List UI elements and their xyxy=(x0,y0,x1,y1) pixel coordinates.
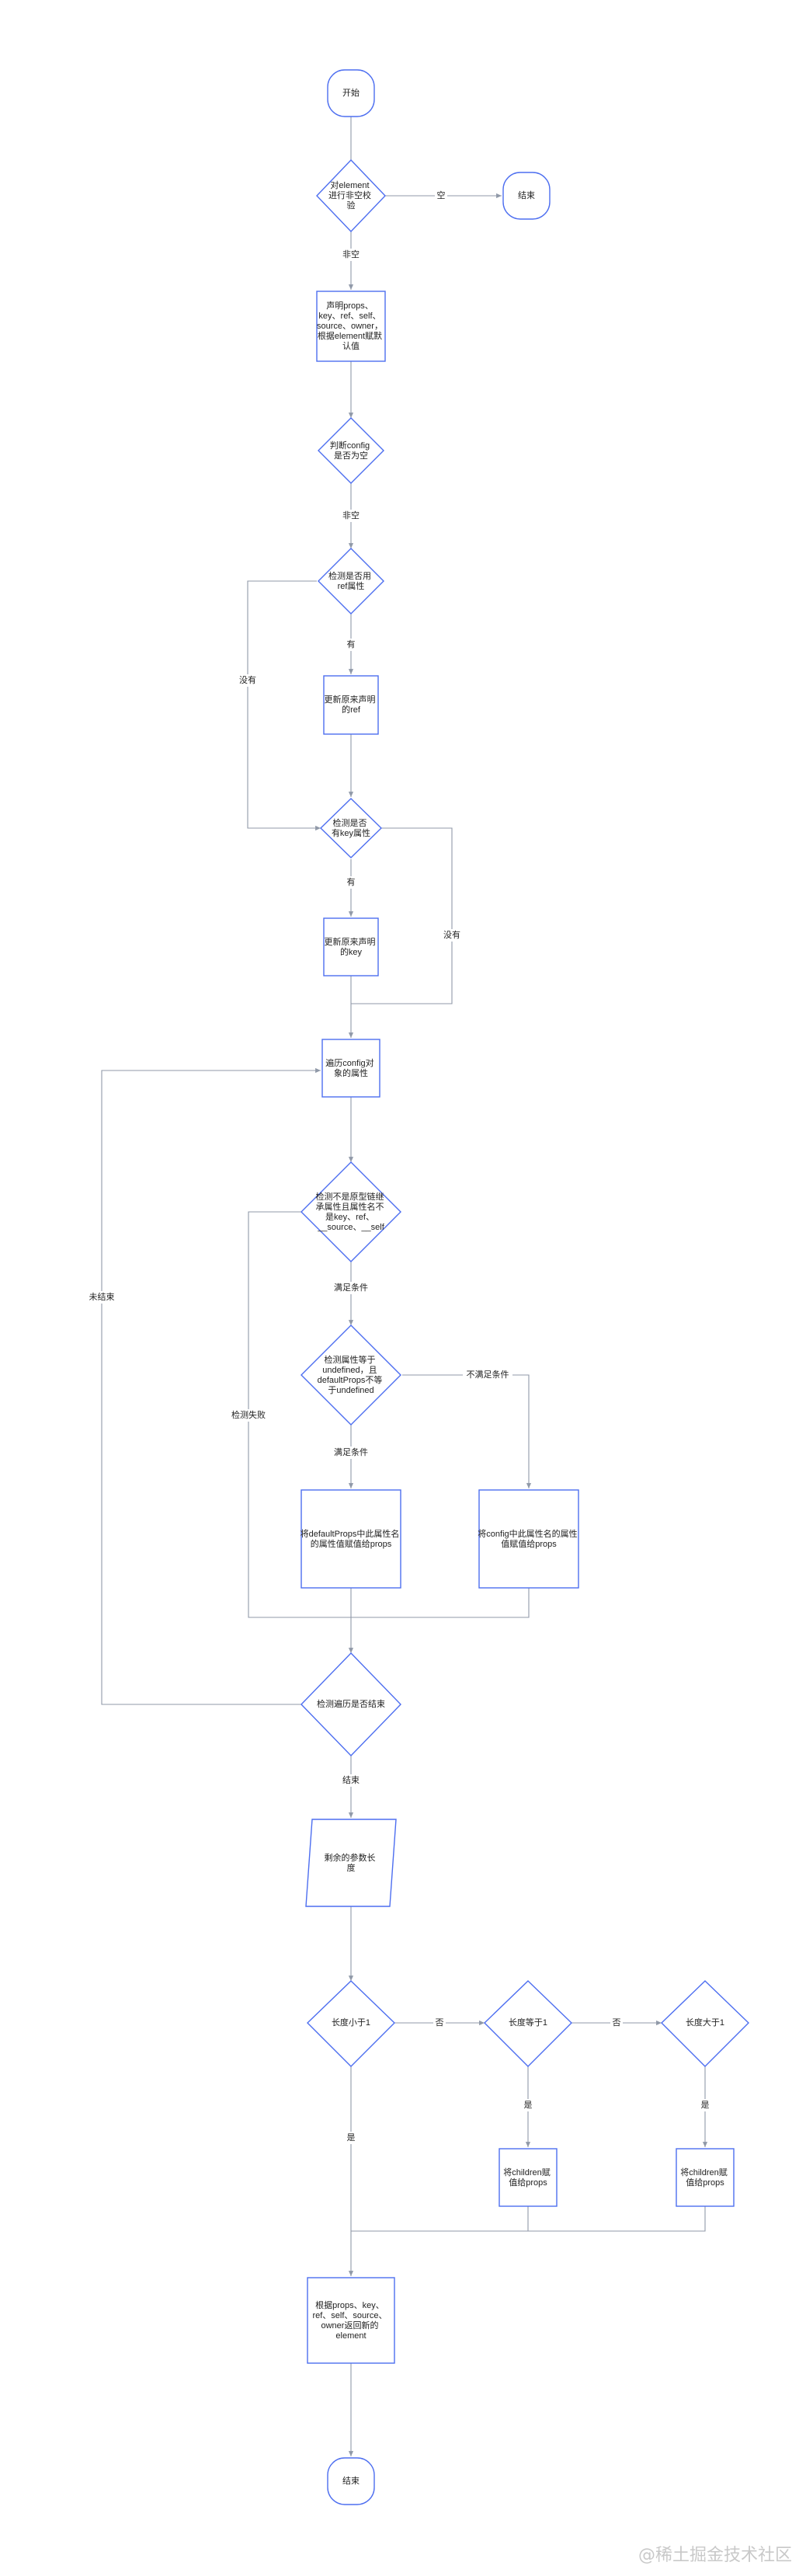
node-update-key: 更新原来声明 的key xyxy=(323,917,379,976)
node-len-lt1: 长度小于1 xyxy=(307,1980,395,2067)
edge-label-yes-eq1: 是 xyxy=(524,2100,533,2110)
node-end-top: 结束 xyxy=(502,172,551,220)
node-check-undefined: 检测属性等于 undefined，且 defaultProps不等 于undef… xyxy=(301,1325,401,1426)
edges xyxy=(101,117,708,2456)
node-len-eq1: 长度等于1 xyxy=(484,1980,572,2067)
node-assign-config-label: 将config中此属性名的属性 值赋值给props xyxy=(478,1528,579,1549)
edge-label-has-key: 有 xyxy=(347,876,356,887)
node-check-prop: 检测不是原型链继 承属性且属性名不 是key、ref、 __source、__s… xyxy=(301,1161,401,1262)
edge-label-not-empty-2: 非空 xyxy=(342,510,360,520)
node-check-prop-label: 检测不是原型链继 承属性且属性名不 是key、ref、 __source、__s… xyxy=(315,1191,386,1232)
edge-label-done: 结束 xyxy=(342,1775,360,1785)
edge-label-check-failed: 检测失败 xyxy=(231,1409,266,1420)
edge-label-no-1: 否 xyxy=(436,2018,444,2028)
node-len-gt1-label: 长度大于1 xyxy=(686,2017,724,2028)
edge-key-no xyxy=(351,827,453,1004)
node-children-eq1-label: 将children赋 值给props xyxy=(503,2167,553,2188)
node-check-done-label: 检测遍历是否结束 xyxy=(317,1698,385,1709)
node-assign-config: 将config中此属性名的属性 值赋值给props xyxy=(478,1489,579,1589)
node-check-ref-label: 检测是否用 ref属性 xyxy=(328,570,373,591)
node-children-gt1: 将children赋 值给props xyxy=(676,2148,735,2207)
node-start-label: 开始 xyxy=(342,87,360,98)
edge-label-satisfied-1: 满足条件 xyxy=(334,1282,368,1293)
node-update-ref-label: 更新原来声明 的ref xyxy=(324,694,377,715)
node-remaining-label: 剩余的参数长 度 xyxy=(324,1852,377,1873)
node-check-config: 判断config 是否为空 xyxy=(318,417,384,484)
edge-label-satisfied-2: 满足条件 xyxy=(334,1446,368,1457)
edge-label-yes-gt1: 是 xyxy=(701,2100,710,2110)
node-check-ref: 检测是否用 ref属性 xyxy=(318,548,384,614)
node-assign-default: 将defaultProps中此属性名 的属性值赋值给props xyxy=(301,1489,402,1589)
node-update-ref: 更新原来声明 的ref xyxy=(323,675,379,735)
node-len-eq1-label: 长度等于1 xyxy=(509,2017,547,2028)
node-check-undefined-label: 检测属性等于 undefined，且 defaultProps不等 于undef… xyxy=(318,1354,385,1395)
node-len-gt1: 长度大于1 xyxy=(661,1980,749,2067)
node-update-key-label: 更新原来声明 的key xyxy=(324,936,377,957)
watermark: @稀土掘金技术社区 xyxy=(638,2546,792,2565)
nodes: 开始 对element 进行非空校 验 结束 声明props、 key、ref、… xyxy=(301,69,749,2505)
edge-label-no-2: 否 xyxy=(613,2018,621,2028)
node-children-gt1-label: 将children赋 值给props xyxy=(680,2167,730,2188)
node-end-bottom-label: 结束 xyxy=(342,2476,360,2486)
edge-label-not-satisfied: 不满足条件 xyxy=(467,1369,509,1380)
edge-label-no-ref: 没有 xyxy=(239,674,256,685)
node-create-label: 根据props、key、 ref、self、source、 owner返回新的 … xyxy=(312,2299,389,2341)
node-assign-default-label: 将defaultProps中此属性名 的属性值赋值给props xyxy=(301,1528,402,1549)
node-start: 开始 xyxy=(327,69,375,117)
node-create: 根据props、key、 ref、self、source、 owner返回新的 … xyxy=(307,2277,395,2364)
node-end-bottom: 结束 xyxy=(327,2457,375,2505)
node-check-element-label: 对element 进行非空校 验 xyxy=(328,179,373,211)
node-check-done: 检测遍历是否结束 xyxy=(301,1652,401,1757)
node-end-top-label: 结束 xyxy=(518,190,535,200)
node-children-eq1: 将children赋 值给props xyxy=(499,2148,558,2207)
edge-childeq1-merge xyxy=(351,2206,529,2232)
node-iterate-label: 遍历config对 象的属性 xyxy=(325,1057,376,1078)
edge-labels: 空 非空 非空 有 没有 有 没有 满足条件 满足条件 不满足条件 检测失败 未… xyxy=(87,190,711,2144)
edge-label-empty: 空 xyxy=(437,190,446,200)
edge-label-no-key: 没有 xyxy=(443,929,460,940)
edge-config-to-merge xyxy=(351,1588,530,1618)
edge-ref-no xyxy=(247,580,321,831)
edge-done-loop xyxy=(101,1067,321,1705)
node-declare: 声明props、 key、ref、self、 source、owner， 根据e… xyxy=(316,291,386,362)
node-len-lt1-label: 长度小于1 xyxy=(332,2017,370,2028)
edge-label-yes-lt1: 是 xyxy=(347,2132,356,2143)
edge-childgt1-merge xyxy=(528,2206,706,2232)
node-declare-label: 声明props、 key、ref、self、 source、owner， 根据e… xyxy=(317,300,385,351)
edge-label-not-done: 未结束 xyxy=(89,1292,115,1302)
edge-label-not-empty-1: 非空 xyxy=(342,249,360,259)
node-check-element: 对element 进行非空校 验 xyxy=(316,158,386,233)
node-remaining: 剩余的参数长 度 xyxy=(305,1819,397,1907)
node-iterate: 遍历config对 象的属性 xyxy=(321,1039,380,1098)
node-check-key-label: 检测是否 有key属性 xyxy=(332,817,370,838)
edge-undefined-to-config xyxy=(402,1374,532,1488)
edge-label-has-ref: 有 xyxy=(347,639,356,649)
node-check-key: 检测是否 有key属性 xyxy=(319,798,383,858)
node-check-config-label: 判断config 是否为空 xyxy=(330,440,372,461)
